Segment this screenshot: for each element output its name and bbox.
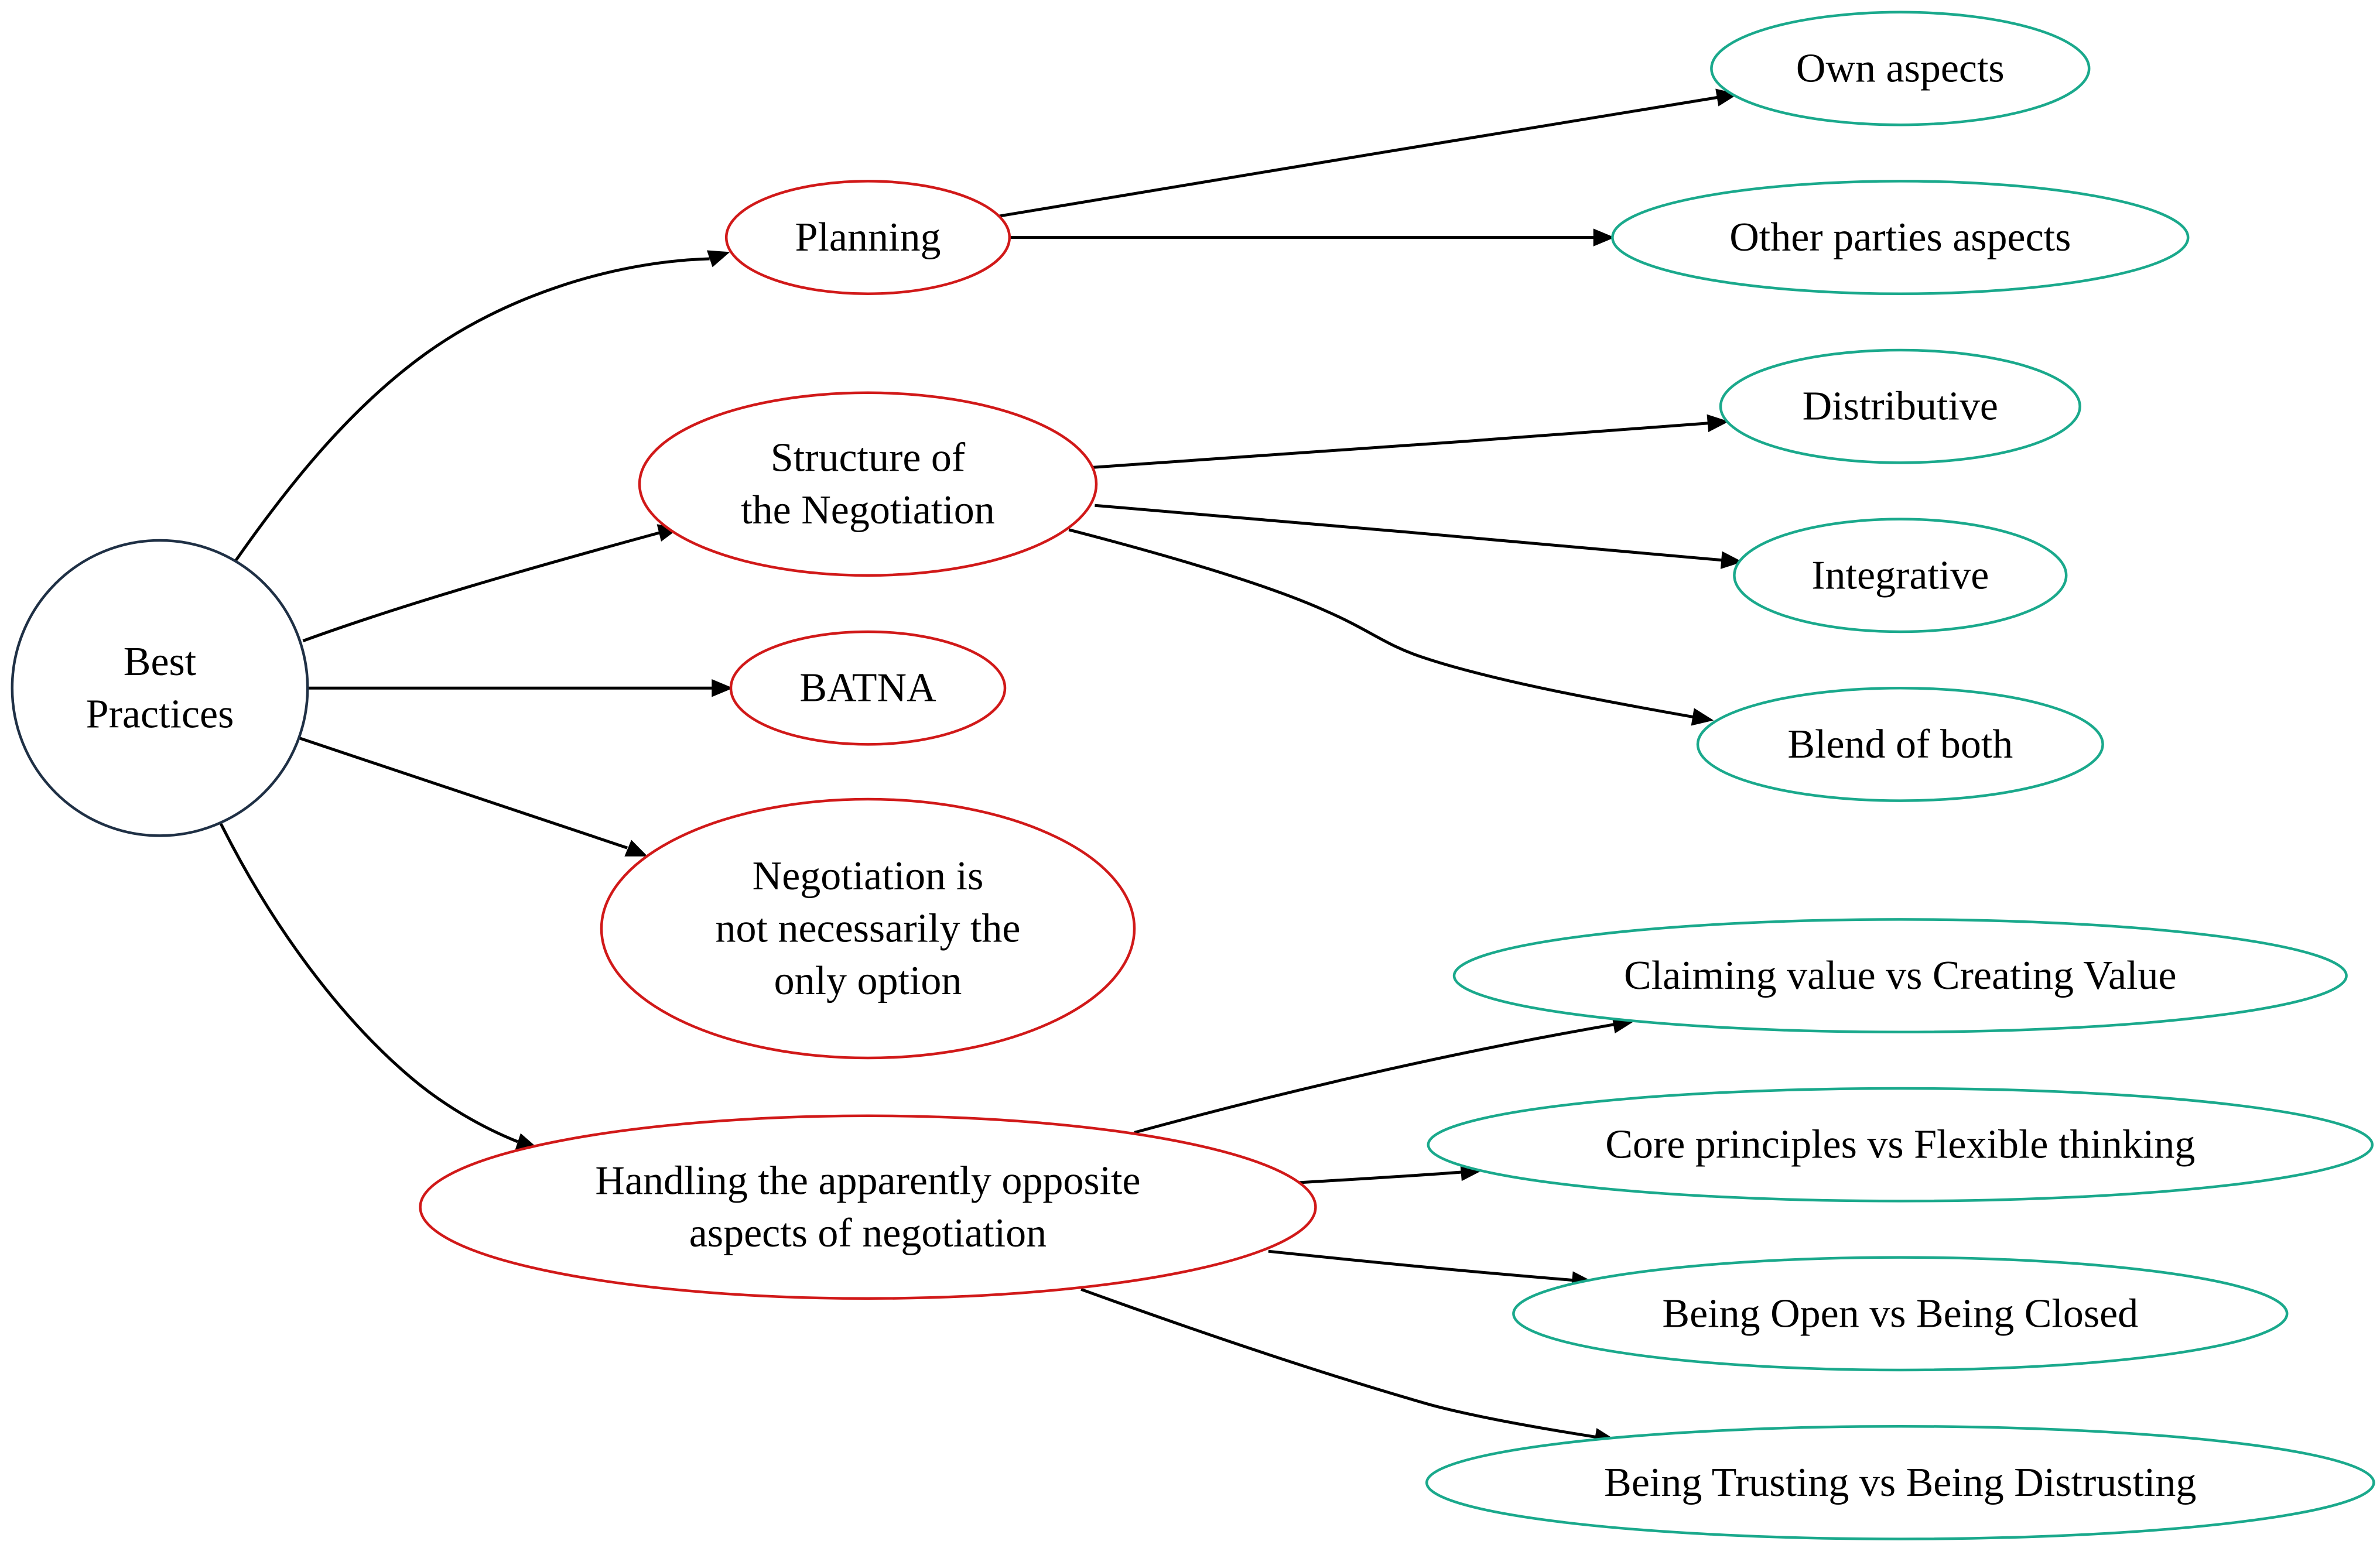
arrowhead: [624, 840, 648, 857]
node-label: Other parties aspects: [1729, 215, 2071, 260]
node-claiming: Claiming value vs Creating Value: [1452, 918, 2348, 1034]
node-outline: [11, 539, 309, 837]
edges-layer: [219, 88, 1743, 1446]
edge-planning-to-own: [998, 88, 1738, 218]
edge-line: [1095, 504, 1722, 562]
node-label: Structure of: [771, 436, 966, 481]
edge-root-to-structure: [302, 524, 680, 642]
edge-line: [234, 257, 710, 561]
edge-planning-to-other: [1009, 228, 1615, 246]
edge-root-to-batna: [307, 679, 733, 697]
node-open: Being Open vs Being Closed: [1512, 1256, 2289, 1372]
node-structure: Structure of the Negotiation: [638, 391, 1098, 577]
node-outline: [600, 797, 1136, 1060]
node-outline: [1733, 518, 2068, 633]
node-outline: [1611, 180, 2190, 296]
node-own: Own aspects: [1710, 11, 2091, 126]
node-label: Being Trusting vs Being Distrusting: [1604, 1460, 2196, 1505]
node-outline: [419, 1114, 1317, 1300]
node-label: Claiming value vs Creating Value: [1624, 953, 2177, 998]
edge-line: [1268, 1249, 1574, 1282]
edge-line: [299, 737, 628, 850]
edge-line: [1134, 1023, 1615, 1134]
node-planning: Planning: [724, 180, 1011, 296]
node-label: Handling the apparently opposite: [595, 1159, 1140, 1204]
arrowhead: [1691, 708, 1714, 726]
edge-line: [1093, 422, 1709, 469]
edge-line: [998, 95, 1718, 218]
node-handling: Handling the apparently opposite aspects …: [419, 1114, 1317, 1300]
node-label: Practices: [86, 692, 234, 737]
node-not-only: Negotiation is not necessarily the only op…: [600, 797, 1136, 1060]
node-label: Distributive: [1803, 384, 1998, 429]
node-outline: [1710, 11, 2091, 126]
node-label: the Negotiation: [741, 488, 995, 533]
edge-root-to-planning: [234, 250, 730, 561]
node-core: Core principles vs Flexible thinking: [1427, 1087, 2374, 1203]
arrowhead: [1707, 414, 1729, 433]
node-batna: BATNA: [729, 630, 1007, 746]
node-label: Being Open vs Being Closed: [1662, 1291, 2138, 1336]
edge-structure-to-integrative: [1095, 504, 1743, 569]
edge-line: [219, 823, 518, 1143]
edge-line: [302, 531, 660, 642]
node-trusting: Being Trusting vs Being Distrusting: [1425, 1424, 2375, 1540]
node-outline: [729, 630, 1007, 746]
edge-line: [1080, 1287, 1596, 1439]
node-outline: [1427, 1087, 2374, 1203]
edge-root-to-handling: [219, 823, 538, 1150]
node-outline: [1452, 918, 2348, 1034]
arrowhead: [1720, 551, 1743, 569]
edge-line: [1295, 1170, 1462, 1184]
node-integrative: Integrative: [1733, 518, 2068, 633]
node-label: Best: [124, 639, 197, 684]
edge-structure-to-blend: [1068, 528, 1714, 726]
node-label: Negotiation is: [753, 854, 984, 899]
edge-handling-to-open: [1268, 1249, 1593, 1289]
node-outline: [1696, 686, 2104, 802]
node-label: Integrative: [1811, 553, 1989, 598]
node-other: Other parties aspects: [1611, 180, 2190, 296]
node-distributive: Distributive: [1719, 348, 2081, 464]
node-label: Planning: [795, 215, 941, 260]
node-outline: [724, 180, 1011, 296]
node-outline: [638, 391, 1098, 577]
node-label: only option: [774, 958, 962, 1004]
node-label: BATNA: [799, 666, 936, 711]
node-label: aspects of negotiation: [689, 1211, 1047, 1256]
node-label: not necessarily the: [716, 906, 1021, 951]
node-label: Blend of both: [1787, 722, 2013, 767]
arrowhead: [712, 679, 733, 697]
arrowhead: [1593, 228, 1615, 246]
node-label: Core principles vs Flexible thinking: [1605, 1122, 2195, 1167]
node-outline: [1512, 1256, 2289, 1372]
arrowhead: [706, 250, 730, 268]
node-label: Own aspects: [1796, 46, 2005, 91]
node-outline: [1425, 1424, 2375, 1540]
node-blend: Blend of both: [1696, 686, 2104, 802]
edge-handling-to-core: [1295, 1163, 1483, 1184]
edge-line: [1068, 528, 1694, 719]
edge-root-to-not-only: [299, 737, 648, 857]
node-outline: [1719, 348, 2081, 464]
edge-structure-to-distributive: [1093, 414, 1729, 469]
